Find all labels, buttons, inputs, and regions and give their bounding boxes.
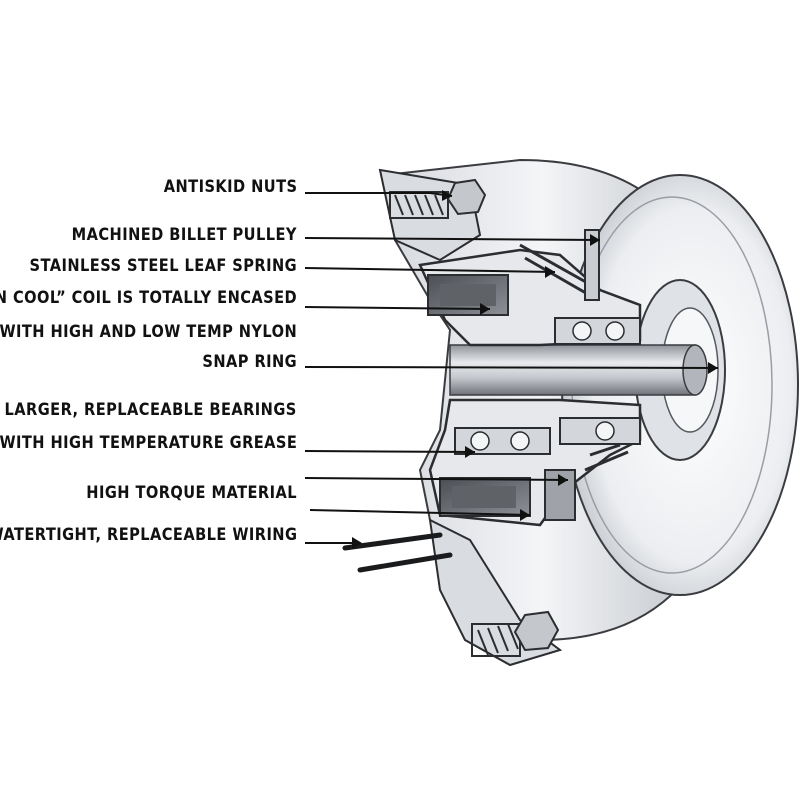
leader-stainless-steel-leaf-spring <box>304 267 556 273</box>
label-watertight-wiring: WATERTIGHT, REPLACEABLE WIRING <box>0 525 297 545</box>
leader-machined-billet-pulley <box>304 237 601 241</box>
arrowhead-high-torque-material-2 <box>520 509 530 521</box>
label-nylon-line: WITH HIGH AND LOW TEMP NYLON <box>0 322 297 342</box>
wiring-leads <box>342 532 453 573</box>
upper-pulley-wall <box>584 229 600 301</box>
clutch-assembly-illustration <box>342 158 799 667</box>
label-high-temperature-grease: WITH HIGH TEMPERATURE GREASE <box>0 433 297 453</box>
label-machined-billet-pulley: MACHINED BILLET PULLEY <box>71 225 297 245</box>
label-antiskid-nuts: ANTISKID NUTS <box>163 177 297 197</box>
upper-coil-core <box>440 284 496 306</box>
label-snap-ring: SNAP RING <box>202 352 297 372</box>
lower-leaf-spring <box>584 443 629 472</box>
upper-bearing-ball <box>572 321 592 341</box>
arrowhead-high-torque-material <box>558 474 568 486</box>
leader-high-torque-material-2 <box>309 509 531 516</box>
label-high-torque-material: HIGH TORQUE MATERIAL <box>86 483 297 503</box>
label-stainless-steel-leaf-spring: STAINLESS STEEL LEAF SPRING <box>29 256 297 276</box>
arrowhead-leaf-spring <box>545 266 555 278</box>
arrowhead-bearings <box>465 446 475 458</box>
lower-friction-material <box>544 469 576 521</box>
lower-coil-core <box>452 486 516 508</box>
bottom-antiskid-nut <box>513 610 560 652</box>
shaft-hub <box>449 344 696 396</box>
arrowhead-antiskid-nuts <box>442 190 452 201</box>
arrowhead-snap-ring <box>708 362 718 374</box>
arrowhead-wiring <box>352 537 362 549</box>
leader-high-torque-material <box>304 477 569 481</box>
leader-run-cool-coil <box>304 306 491 310</box>
upper-bearing <box>554 317 641 345</box>
leader-snap-ring <box>304 366 719 369</box>
arrowhead-run-cool-coil <box>480 303 490 315</box>
upper-bearing-ball <box>605 321 625 341</box>
lower-bearing-ball <box>595 421 615 441</box>
lower-bearing-ball <box>510 431 530 451</box>
top-antiskid-nut <box>446 178 487 216</box>
shaft-end <box>682 344 708 396</box>
leader-arrowheads <box>352 190 718 549</box>
label-replaceable-bearings: LARGER, REPLACEABLE BEARINGS <box>4 400 297 420</box>
arrowhead-machined-billet-pulley <box>590 234 600 246</box>
lower-bearing-ball <box>470 431 490 451</box>
leader-bearings <box>304 450 476 453</box>
label-run-cool-coil: “RUN COOL” COIL IS TOTALLY ENCASED <box>0 288 297 308</box>
